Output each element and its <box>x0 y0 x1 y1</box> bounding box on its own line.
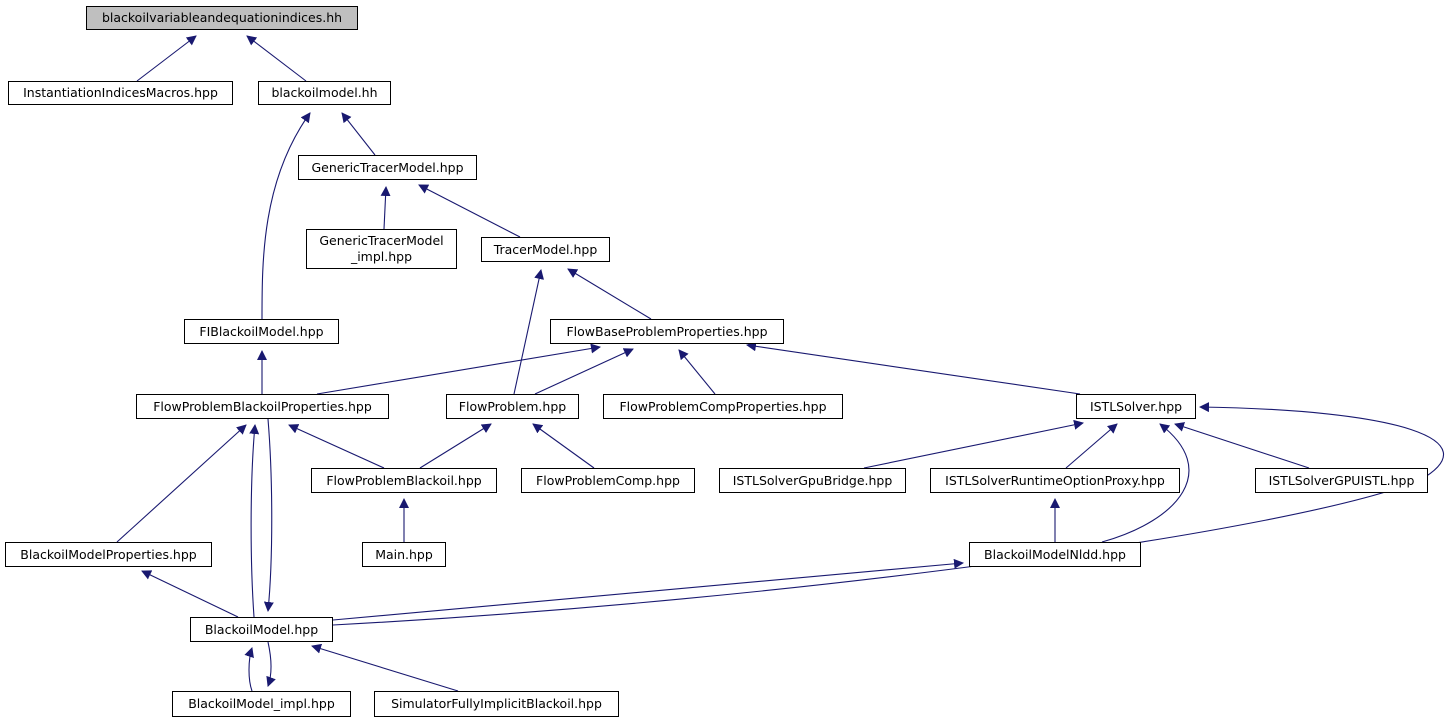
node-flow-problem-comp-props[interactable]: FlowProblemCompProperties.hpp <box>603 394 843 419</box>
node-blackoil-model-impl[interactable]: BlackoilModel_impl.hpp <box>172 691 351 717</box>
edge-blackoil-model-to-blackoil-model-impl <box>266 641 276 687</box>
edge-generic-tracer-to-blackoilmodel-hh <box>341 112 376 156</box>
node-blackoilmodel-hh[interactable]: blackoilmodel.hh <box>258 81 391 105</box>
node-blackoil-model[interactable]: BlackoilModel.hpp <box>190 617 333 642</box>
node-flow-problem[interactable]: FlowProblem.hpp <box>446 394 579 419</box>
edge-fi-blackoil-to-blackoilmodel-hh <box>261 112 311 320</box>
node-istl-solver[interactable]: ISTLSolver.hpp <box>1076 394 1196 419</box>
node-flow-problem-blackoil[interactable]: FlowProblemBlackoil.hpp <box>311 468 497 493</box>
node-main[interactable]: Main.hpp <box>362 542 446 567</box>
edge-flow-problem-comp-props-to-flow-base-props <box>678 349 716 395</box>
edge-simulator-fully-implicit-to-blackoil-model <box>311 643 459 692</box>
edge-tracer-model-to-generic-tracer <box>418 184 521 238</box>
node-generic-tracer[interactable]: GenericTracerModel.hpp <box>298 155 477 180</box>
edge-flow-problem-to-flow-base-props <box>534 348 634 395</box>
edge-blackoil-model-props-to-flow-problem-blackoil-props <box>116 424 247 543</box>
node-istl-gpuistl[interactable]: ISTLSolverGPUISTL.hpp <box>1255 468 1428 493</box>
edge-instantiation-to-root <box>136 35 197 82</box>
edge-blackoil-model-to-blackoil-model-props <box>141 570 239 618</box>
edge-istl-gpuistl-to-istl-solver <box>1174 422 1310 469</box>
edge-blackoilmodel-hh-to-root <box>246 35 307 82</box>
node-blackoil-model-props[interactable]: BlackoilModelProperties.hpp <box>5 542 212 567</box>
node-blackoil-model-nldd[interactable]: BlackoilModelNldd.hpp <box>969 542 1141 567</box>
edge-flow-problem-comp-to-flow-problem <box>532 423 595 469</box>
edge-istl-runtime-proxy-to-istl-solver <box>1065 423 1118 469</box>
edge-istl-gpu-bridge-to-istl-solver <box>863 419 1084 469</box>
node-generic-tracer-impl[interactable]: GenericTracerModel _impl.hpp <box>306 229 457 269</box>
edge-blackoil-model-nldd-to-istl-solver <box>1101 423 1190 543</box>
edge-flow-problem-to-tracer-model <box>513 269 544 395</box>
node-instantiation[interactable]: InstantiationIndicesMacros.hpp <box>8 81 233 105</box>
edge-flow-base-props-to-tracer-model <box>567 268 652 320</box>
edge-flow-problem-blackoil-props-to-flow-base-props <box>316 343 601 395</box>
edge-flow-problem-blackoil-to-flow-problem-blackoil-props <box>288 424 385 469</box>
node-tracer-model[interactable]: TracerModel.hpp <box>481 237 610 262</box>
edge-flow-problem-blackoil-to-flow-problem <box>419 423 492 469</box>
edge-blackoil-model-to-blackoil-model-nldd <box>332 558 964 621</box>
node-flow-base-props[interactable]: FlowBaseProblemProperties.hpp <box>550 319 784 344</box>
edge-blackoil-model-impl-to-blackoil-model <box>244 647 254 692</box>
node-istl-gpu-bridge[interactable]: ISTLSolverGpuBridge.hpp <box>719 468 906 493</box>
node-flow-problem-blackoil-props[interactable]: FlowProblemBlackoilProperties.hpp <box>136 394 389 419</box>
edge-generic-tracer-impl-to-generic-tracer <box>380 186 391 230</box>
node-flow-problem-comp[interactable]: FlowProblemComp.hpp <box>521 468 695 493</box>
edge-blackoil-model-to-istl-solver <box>332 402 1444 626</box>
node-simulator-fully-implicit[interactable]: SimulatorFullyImplicitBlackoil.hpp <box>374 691 619 717</box>
node-fi-blackoil[interactable]: FIBlackoilModel.hpp <box>184 319 339 344</box>
node-root: blackoilvariableandequationindices.hh <box>86 6 358 30</box>
node-istl-runtime-proxy[interactable]: ISTLSolverRuntimeOptionProxy.hpp <box>930 468 1180 493</box>
edge-istl-solver-to-flow-base-props <box>746 341 1081 395</box>
edge-flow-problem-blackoil-props-to-blackoil-model <box>263 418 274 612</box>
edge-blackoil-model-to-flow-problem-blackoil-props <box>249 424 260 618</box>
